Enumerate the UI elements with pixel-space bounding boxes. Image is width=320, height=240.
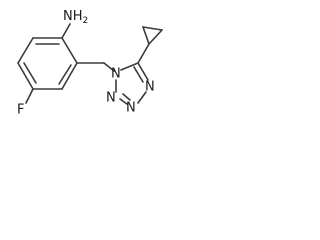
- bond-c1-amine: [61, 23, 71, 39]
- tetrazole-n2-label: N: [106, 91, 116, 106]
- cyclopropyl-group: [137, 26, 163, 64]
- bond-c5-n4: [137, 62, 149, 81]
- tetrazole-ring: [115, 62, 149, 105]
- bond-cyclopropyl-c: [148, 29, 163, 45]
- tetrazole-n4-label: N: [145, 80, 155, 95]
- chemical-structure-diagram: NH2 F N N N N: [17, 9, 163, 118]
- double-bond-inner-3: [23, 62, 37, 84]
- bond-c1-c2: [61, 37, 78, 64]
- bond-c4-c5: [17, 62, 34, 90]
- bond-c5-cyclopropyl: [137, 43, 150, 64]
- bond-n4-n3: [137, 91, 147, 104]
- double-bond-n3-n2: [122, 93, 131, 101]
- bond-n3-n2: [119, 98, 128, 105]
- double-bond-inner-2: [58, 64, 72, 85]
- tetrazole-n1-label: N: [111, 67, 121, 82]
- amine-label-subscript: 2: [83, 16, 89, 26]
- bond-ch2-n1: [103, 62, 115, 72]
- bond-c4-fluoro: [25, 88, 34, 104]
- bond-n1-c5: [120, 62, 139, 71]
- tetrazole-n3-label: N: [126, 101, 136, 116]
- double-bond-c5-n4: [133, 66, 144, 83]
- fluoro-label: F: [17, 103, 24, 118]
- benzene-ring: [17, 37, 78, 90]
- bond-c2-c3: [61, 62, 78, 90]
- amine-label: NH2: [63, 9, 88, 26]
- amine-label-main: NH: [63, 9, 83, 24]
- bond-cyclopropyl-a: [142, 26, 150, 45]
- bond-c5-c6: [17, 37, 34, 64]
- bond-cyclopropyl-b: [142, 26, 163, 31]
